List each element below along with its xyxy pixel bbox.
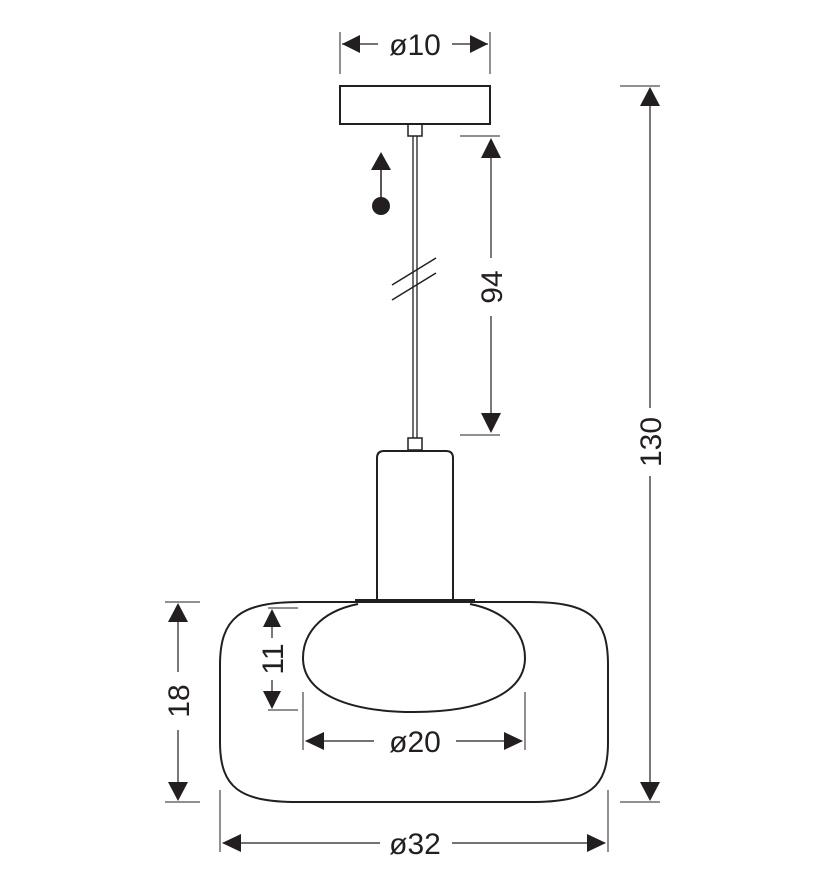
shade-diameter-label: ø32 <box>389 828 441 861</box>
total-height-label: 130 <box>635 417 668 467</box>
canopy <box>339 85 491 125</box>
arrow-left-icon <box>222 834 241 852</box>
inner-globe <box>301 603 527 714</box>
canopy-diameter-dimension: ø10 <box>339 29 491 74</box>
arrow-down-icon <box>168 782 188 801</box>
shade-height-label: 18 <box>163 684 196 717</box>
lamp-neck <box>376 450 454 600</box>
cable-length-label: 94 <box>476 270 509 303</box>
cable-length-dimension: 94 <box>460 135 509 436</box>
arrow-up-icon <box>263 609 281 627</box>
arrow-up-icon <box>640 87 660 106</box>
arrow-down-icon <box>640 782 660 801</box>
inner-globe-diameter-dimension: ø20 <box>302 692 526 759</box>
total-height-dimension: 130 <box>620 85 668 803</box>
canopy-diameter-label: ø10 <box>389 29 441 62</box>
adjustable-height-icon <box>371 152 391 215</box>
arrow-up-icon <box>168 603 188 622</box>
arrow-right-icon <box>470 35 488 53</box>
arrow-up-icon <box>481 138 501 158</box>
inner-globe-diameter-label: ø20 <box>389 726 441 759</box>
arrow-down-icon <box>263 691 281 709</box>
shade-height-dimension: 18 <box>163 601 200 803</box>
arrow-left-icon <box>305 732 324 750</box>
shade-diameter-dimension: ø32 <box>219 790 609 861</box>
outer-shade <box>219 599 609 803</box>
inner-globe-height-label: 11 <box>257 643 290 674</box>
inner-globe-height-dimension: 11 <box>257 607 298 711</box>
arrow-right-icon <box>504 732 523 750</box>
cable <box>391 123 437 451</box>
arrow-down-icon <box>481 413 501 433</box>
arrow-right-icon <box>587 834 606 852</box>
arrow-left-icon <box>342 35 360 53</box>
cable-break-icon <box>391 257 437 301</box>
